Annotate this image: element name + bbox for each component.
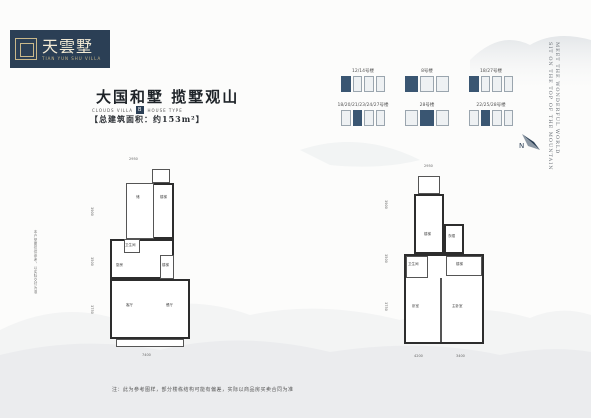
building-label: 8号楼 [421, 69, 433, 74]
building-label: 28号楼 [419, 103, 435, 108]
disclaimer-footer: 注：此为参考图样，部分楼栋结构可能有偏差，实际以商品房买卖合同为准 [112, 387, 294, 393]
floor-plan-upper: 2950 3900 3500 3750 露台 楼梯 衣帽 卫生间 楼梯 卧室 主… [384, 162, 504, 372]
floor-plan-ground: 2950 3900 3500 3750 储 楼梯 卫生间 厨房 楼梯 客厅 餐厅… [80, 155, 210, 365]
building-group: 12/14号楼 [334, 68, 392, 92]
room-stair: 楼梯 [162, 263, 169, 267]
room-stair-top: 楼梯 [424, 232, 431, 236]
building-label: 18/27号楼 [480, 69, 502, 74]
main-living-block [110, 279, 190, 339]
dim-side-2: 3500 [384, 254, 388, 263]
room-stair: 楼梯 [456, 262, 463, 266]
building-group: 28号楼 [398, 102, 456, 126]
building-unit-icon [341, 110, 385, 126]
logo-name: 天雲墅 [42, 36, 94, 56]
stairwell [160, 255, 174, 279]
building-unit-icon [469, 76, 513, 92]
terrace [116, 339, 184, 347]
subtitle-left: CLOUDS VILLA [92, 107, 134, 113]
dim-top: 2950 [424, 164, 433, 168]
room-bath: 卫生间 [408, 262, 419, 266]
room-closet: 衣帽 [448, 234, 455, 238]
building-group: 8号楼 [398, 68, 456, 92]
room-storage: 储 [136, 195, 140, 199]
room-bedroom: 卧室 [412, 304, 419, 308]
dim-bottom-right: 3400 [456, 354, 465, 358]
dim-bottom: 7400 [142, 353, 151, 357]
building-label: 22/25/28号楼 [476, 103, 506, 108]
north-arrow-icon: N [519, 134, 540, 150]
upper-block [414, 194, 444, 254]
room-kitchen: 厨房 [116, 263, 123, 267]
plan-note: 本户型图仅供参考，以实际交付为准 [34, 230, 38, 294]
room-dining: 餐厅 [166, 303, 173, 307]
room-living: 客厅 [126, 303, 133, 307]
building-label: 18/20/21/23/24/27号楼 [337, 103, 389, 108]
building-group: 18/27号楼 [462, 68, 520, 92]
page-title: 大国和墅 揽墅观山 [96, 88, 240, 106]
logo-subtitle: TIAN YUN SHU VILLA [42, 55, 102, 61]
building-group: 18/20/21/23/24/27号楼 [334, 102, 392, 126]
logo-seal-icon [15, 38, 37, 60]
house-type-badge: B [136, 106, 145, 114]
dim-side-3: 3750 [384, 302, 388, 311]
motto-line-1: MEET THE WONDERFUL WORLD [554, 42, 560, 155]
balcony [152, 169, 170, 183]
total-area-label: 【总建筑面积：约153m²】 [90, 114, 205, 124]
bathroom [406, 256, 428, 278]
dim-side-1: 3900 [90, 207, 94, 216]
toilet [124, 239, 140, 253]
motto-line-2: SIT ON THE TOP OF THE MOUNTAIN [547, 42, 553, 171]
building-group: 22/25/28号楼 [462, 102, 520, 126]
dim-side-2: 3500 [90, 257, 94, 266]
building-label: 12/14号楼 [352, 69, 374, 74]
room-master: 主卧室 [452, 304, 463, 308]
vertical-motto: MEET THE WONDERFUL WORLD SIT ON THE TOP … [546, 42, 560, 202]
subtitle-right: HOUSE TYPE [147, 107, 183, 113]
building-index: 12/14号楼 8号楼 18/27号楼 18/20/21/23/24/27号楼 … [330, 68, 520, 138]
building-unit-icon [405, 110, 449, 126]
terrace [418, 176, 440, 194]
storage-room [126, 183, 154, 239]
compass-label: N [519, 142, 524, 150]
room-toilet: 卫生间 [125, 243, 136, 247]
closet-block [444, 224, 464, 254]
dim-top: 2950 [129, 157, 138, 161]
room-stair-top: 楼梯 [160, 195, 167, 199]
building-unit-icon [341, 76, 385, 92]
stairwell [446, 256, 482, 276]
dim-side-3: 3750 [90, 305, 94, 314]
house-type-subtitle: CLOUDS VILLA B HOUSE TYPE [92, 106, 183, 114]
brand-logo: 天雲墅 TIAN YUN SHU VILLA [10, 30, 110, 68]
dim-bottom-left: 4200 [414, 354, 423, 358]
partition-wall [440, 278, 442, 342]
building-unit-icon [405, 76, 449, 92]
dim-side-1: 3900 [384, 200, 388, 209]
building-unit-icon [469, 110, 513, 126]
